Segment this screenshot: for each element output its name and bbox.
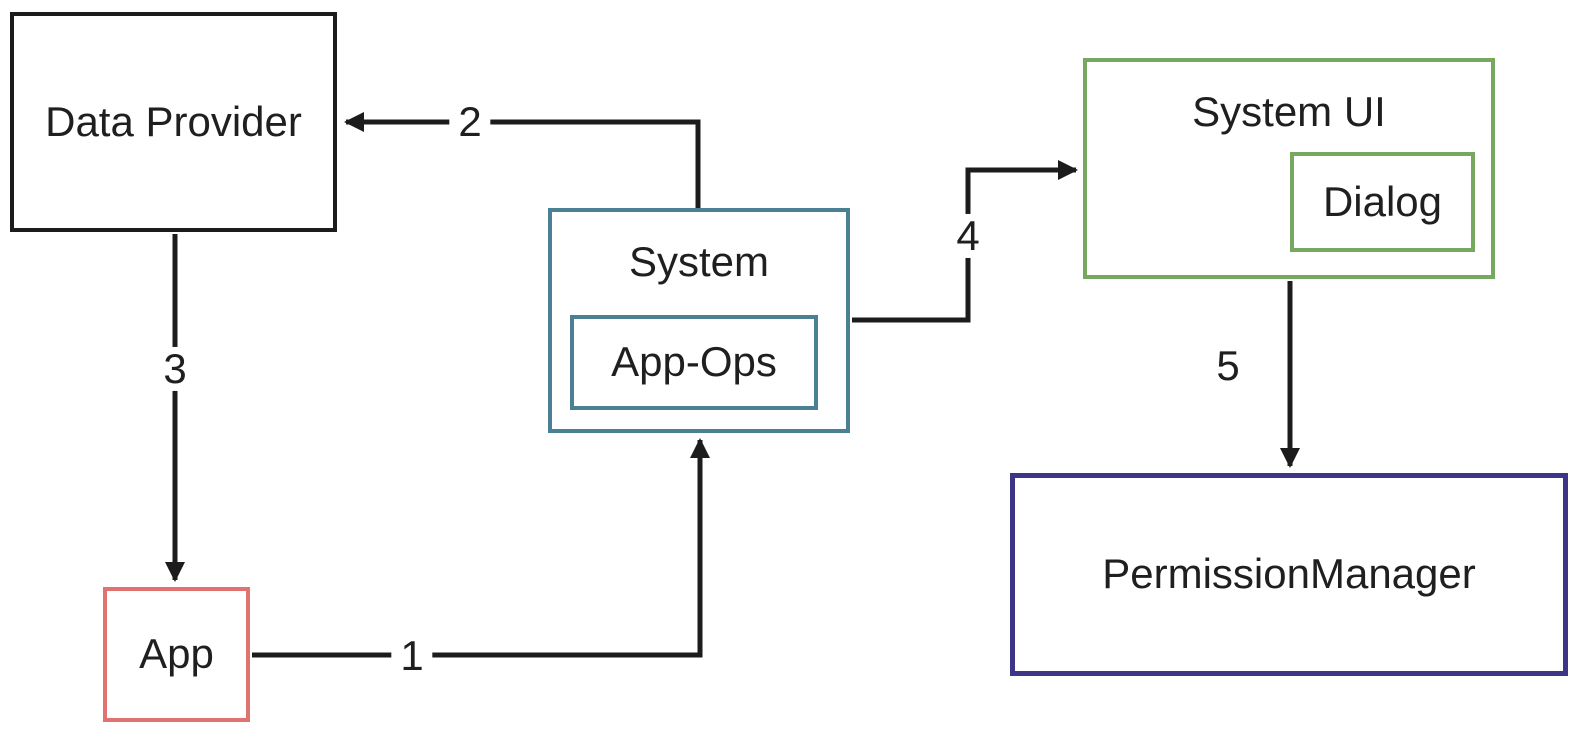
edge-label-3: 3 bbox=[154, 346, 196, 392]
node-system-ui-label: System UI bbox=[1192, 88, 1386, 135]
edge-label-1: 1 bbox=[391, 633, 433, 679]
node-permission-manager-label: PermissionManager bbox=[1102, 550, 1476, 598]
node-app-ops: App-Ops bbox=[570, 315, 818, 410]
node-app-ops-label: App-Ops bbox=[611, 338, 777, 386]
node-permission-manager: PermissionManager bbox=[1010, 473, 1568, 676]
node-app-label: App bbox=[139, 630, 214, 678]
arrow-2-system-to-data-provider bbox=[344, 112, 701, 208]
node-dialog-label: Dialog bbox=[1322, 177, 1443, 225]
node-system-label: System bbox=[628, 238, 770, 285]
node-data-provider: Data Provider bbox=[10, 12, 337, 232]
arrow-1-app-to-system bbox=[252, 438, 710, 658]
edge-label-5: 5 bbox=[1207, 343, 1249, 389]
edge-label-2: 2 bbox=[449, 99, 491, 145]
node-data-provider-label: Data Provider bbox=[45, 97, 302, 145]
node-app: App bbox=[103, 587, 250, 722]
edge-label-4: 4 bbox=[947, 213, 989, 259]
node-dialog: Dialog bbox=[1290, 152, 1475, 252]
